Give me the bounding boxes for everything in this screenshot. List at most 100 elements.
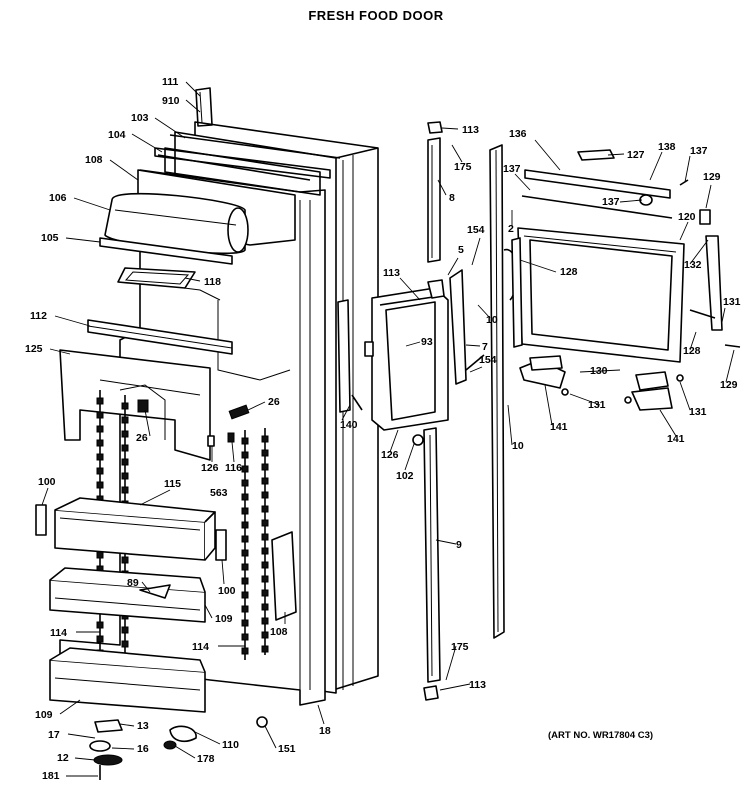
ladder-slot bbox=[121, 556, 129, 564]
leader-line bbox=[139, 489, 171, 506]
leader-line bbox=[534, 139, 561, 171]
ladder-slot bbox=[261, 589, 269, 597]
ladder-slot bbox=[261, 435, 269, 443]
label-93: 93 bbox=[421, 336, 433, 348]
leader-line bbox=[194, 731, 221, 745]
label-10-lower: 10 bbox=[512, 440, 524, 452]
leader-line bbox=[689, 239, 709, 265]
leader-line bbox=[451, 144, 463, 163]
leader-line bbox=[109, 159, 139, 181]
label-106: 106 bbox=[49, 192, 67, 204]
bin-109-middle bbox=[49, 567, 206, 623]
leader-line bbox=[471, 237, 481, 266]
leader-line bbox=[447, 257, 459, 276]
ladder-slot bbox=[121, 626, 129, 634]
rail-2-10 bbox=[489, 144, 518, 639]
ladder-slot bbox=[261, 575, 269, 583]
ladder-slot bbox=[96, 551, 104, 559]
ladder-slot bbox=[96, 481, 104, 489]
brackets-130-141 bbox=[519, 355, 684, 411]
leader-line bbox=[679, 381, 691, 411]
frame-120 bbox=[511, 227, 685, 363]
label-114-right: 114 bbox=[192, 641, 209, 653]
label-12: 12 bbox=[57, 752, 69, 764]
ladder-slot bbox=[241, 591, 249, 599]
label-132: 132 bbox=[684, 259, 702, 271]
label-104: 104 bbox=[108, 129, 126, 141]
label-175-bottom: 175 bbox=[451, 641, 469, 653]
ladder-slot bbox=[261, 505, 269, 513]
leader-line bbox=[507, 404, 513, 446]
tray-118 bbox=[117, 267, 196, 289]
handle-5-7 bbox=[427, 269, 485, 385]
leader-line bbox=[221, 559, 225, 585]
label-105: 105 bbox=[41, 232, 59, 244]
ladder-slot bbox=[241, 479, 249, 487]
label-112: 112 bbox=[30, 310, 47, 322]
leader-line bbox=[619, 199, 643, 203]
hinge-129-132 bbox=[689, 209, 741, 348]
panel-125 bbox=[59, 349, 211, 461]
diagram-title: FRESH FOOD DOOR bbox=[308, 8, 444, 23]
leader-line bbox=[721, 307, 726, 323]
leader-line bbox=[679, 221, 689, 241]
label-154-upper: 154 bbox=[467, 224, 485, 236]
leader-line bbox=[649, 151, 663, 181]
column-9 bbox=[412, 427, 441, 701]
bin-115 bbox=[54, 497, 216, 561]
label-151: 151 bbox=[278, 743, 296, 755]
ladder-slot bbox=[121, 402, 129, 410]
label-910: 910 bbox=[162, 95, 180, 107]
insert-108-lower bbox=[271, 531, 297, 621]
leader-line bbox=[154, 117, 186, 139]
gasket-111 bbox=[195, 87, 213, 127]
leader-line bbox=[73, 197, 111, 211]
ladder-slot bbox=[96, 635, 104, 643]
label-131-right: 131 bbox=[723, 296, 741, 308]
ladder-slot bbox=[121, 458, 129, 466]
ladder-slot bbox=[241, 451, 249, 459]
label-7: 7 bbox=[482, 341, 488, 353]
leader-line bbox=[341, 404, 351, 421]
leader-line bbox=[144, 409, 151, 437]
label-181: 181 bbox=[42, 770, 60, 782]
label-103: 103 bbox=[131, 112, 149, 124]
label-130: 130 bbox=[590, 365, 608, 377]
label-5: 5 bbox=[458, 244, 464, 256]
label-128-bottom: 128 bbox=[683, 345, 701, 357]
ladder-slot bbox=[96, 397, 104, 405]
label-154-lower: 154 bbox=[479, 354, 497, 366]
ladder-slot bbox=[121, 640, 129, 648]
leader-line bbox=[119, 723, 135, 727]
ladder-slot bbox=[96, 621, 104, 629]
leader-line bbox=[445, 645, 457, 681]
ladder-slot bbox=[121, 416, 129, 424]
ladder-slot bbox=[261, 463, 269, 471]
leader-line bbox=[544, 384, 553, 426]
label-175-top: 175 bbox=[454, 161, 472, 173]
leader-line bbox=[519, 259, 557, 273]
label-118: 118 bbox=[204, 276, 221, 288]
leader-line bbox=[74, 757, 96, 761]
bin-109-bottom bbox=[49, 647, 206, 713]
label-89: 89 bbox=[127, 577, 139, 589]
leader-line bbox=[65, 237, 101, 243]
leader-line bbox=[441, 127, 459, 130]
ladder-slot bbox=[96, 467, 104, 475]
column-8 bbox=[427, 121, 443, 263]
ladder-slot bbox=[241, 437, 249, 445]
dairy-rail-105 bbox=[99, 237, 233, 265]
label-126-mid: 126 bbox=[381, 449, 399, 461]
label-26-right: 26 bbox=[268, 396, 280, 408]
leader-line bbox=[514, 173, 531, 191]
label-140: 140 bbox=[340, 419, 358, 431]
leader-line bbox=[705, 184, 712, 209]
leader-line bbox=[607, 153, 625, 156]
leader-line bbox=[67, 733, 96, 739]
ladder-slot bbox=[261, 645, 269, 653]
label-114-left: 114 bbox=[50, 627, 67, 639]
art-number: (ART NO. WR17804 C3) bbox=[548, 730, 654, 741]
leader-line bbox=[569, 393, 601, 406]
leader-line bbox=[204, 604, 213, 619]
